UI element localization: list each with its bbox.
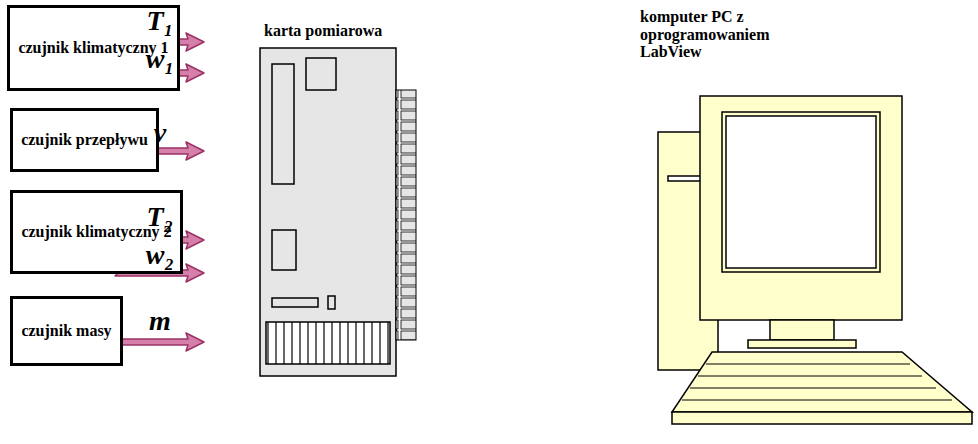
- box-text: czujnik przepływu: [21, 131, 148, 149]
- signal-name: m: [149, 306, 171, 337]
- measurement-card: [260, 48, 416, 376]
- sensor-box: czujnik masy: [10, 296, 123, 366]
- signal-name: w₂: [146, 240, 174, 271]
- signal-name: T₁: [147, 6, 174, 37]
- computer-title: komputer PC z oprogramowaniem LabView: [640, 8, 790, 61]
- card-title: karta pomiarowa: [264, 22, 382, 40]
- pc-computer: [658, 96, 972, 424]
- signal-name: v: [154, 118, 166, 149]
- signal-name: w₁: [146, 44, 174, 75]
- signal-name: T₂: [147, 202, 174, 233]
- sensor-box: czujnik przepływu: [10, 108, 159, 172]
- box-text: czujnik masy: [21, 322, 112, 340]
